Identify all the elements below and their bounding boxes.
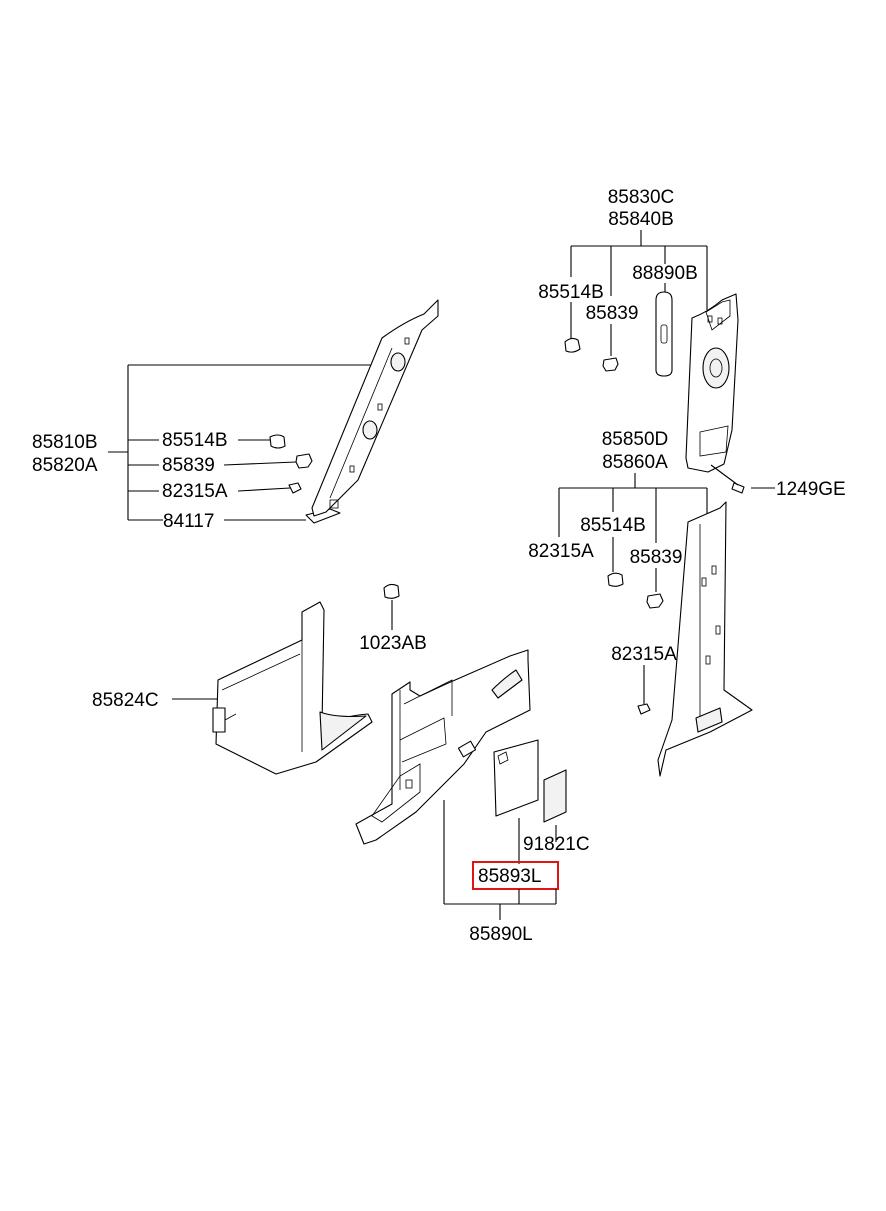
part-85824C <box>215 601 373 775</box>
label-85514B-right[interactable]: 85514B <box>580 515 646 536</box>
clip-82315A-left <box>288 482 302 494</box>
label-85514B-top[interactable]: 85514B <box>538 282 604 303</box>
label-91821C[interactable]: 91821C <box>523 834 590 855</box>
screw-1249GE <box>731 482 745 494</box>
label-85810B[interactable]: 85810B <box>32 432 98 453</box>
group-1023AB: 1023AB <box>359 583 427 654</box>
clip-85839-right <box>646 593 664 609</box>
part-88890B <box>655 291 673 377</box>
part-91821C <box>543 769 567 823</box>
label-85830C[interactable]: 85830C <box>608 187 675 208</box>
label-82315A-left[interactable]: 82315A <box>162 481 228 502</box>
clip-1023AB <box>383 583 400 599</box>
group-85890L: 91821C 85893L 85890L <box>355 649 590 945</box>
clip-82315A-right <box>637 703 651 715</box>
group-85810B: 85810B 85820A 85514B 85839 82315A 84117 <box>32 299 439 532</box>
label-82315A-right-1[interactable]: 82315A <box>528 541 594 562</box>
clip-85514B-top <box>564 337 581 353</box>
clip-85514B-right <box>607 572 624 587</box>
label-85890L[interactable]: 85890L <box>469 924 532 945</box>
group-85824C: 85824C <box>92 601 373 775</box>
group-85830C: 85830C 85840B 88890B 85514B 85839 1249GE <box>538 187 845 500</box>
part-85850D <box>657 501 753 777</box>
clip-85839-left <box>295 453 313 469</box>
label-85860A[interactable]: 85860A <box>602 452 668 473</box>
part-85890L <box>355 649 531 845</box>
group-85850D: 85850D 85860A 85514B 82315A 85839 82315A <box>528 429 753 777</box>
label-85824C[interactable]: 85824C <box>92 690 159 711</box>
clip-85839-top <box>602 357 619 372</box>
clip-85514B-left <box>269 434 286 449</box>
label-85839-left[interactable]: 85839 <box>162 455 215 476</box>
part-85893L <box>493 739 539 817</box>
label-85839-right[interactable]: 85839 <box>630 547 683 568</box>
label-82315A-right-2[interactable]: 82315A <box>611 644 677 665</box>
part-85810B <box>311 299 439 517</box>
label-85840B[interactable]: 85840B <box>608 209 674 230</box>
label-85850D[interactable]: 85850D <box>602 429 669 450</box>
label-85820A[interactable]: 85820A <box>32 455 98 476</box>
label-85893L[interactable]: 85893L <box>478 866 541 887</box>
label-84117[interactable]: 84117 <box>163 511 214 532</box>
label-85514B-left[interactable]: 85514B <box>162 430 228 451</box>
label-88890B[interactable]: 88890B <box>632 263 698 284</box>
label-1023AB[interactable]: 1023AB <box>359 633 427 654</box>
label-1249GE[interactable]: 1249GE <box>776 479 846 500</box>
highlight-box-85893L <box>472 861 559 890</box>
label-85839-top[interactable]: 85839 <box>586 303 639 324</box>
